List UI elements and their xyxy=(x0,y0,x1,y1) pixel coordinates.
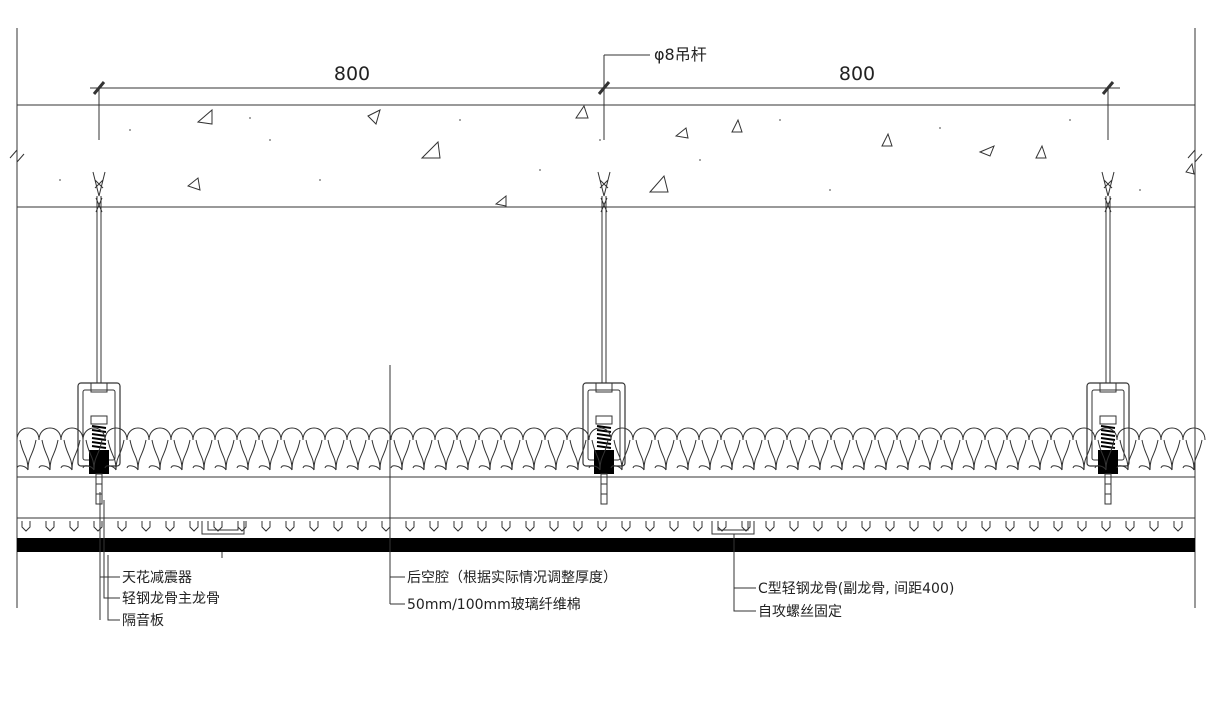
leader-lines xyxy=(99,365,756,621)
bracket-hook xyxy=(90,383,108,393)
bracket-hook xyxy=(595,383,613,393)
concrete-slab xyxy=(9,104,1203,208)
damper-spring xyxy=(596,425,612,449)
keel-teeth xyxy=(21,521,1183,532)
callout-screw: 自攻螺丝固定 xyxy=(758,604,842,620)
damper-body xyxy=(89,450,109,474)
rod-label: φ8吊杆 xyxy=(654,45,707,64)
damper-bolt xyxy=(1104,473,1112,505)
c-keel-rail xyxy=(17,517,1195,535)
dimension-line xyxy=(90,55,1120,140)
nut xyxy=(1099,415,1117,425)
callout-sound-board: 隔音板 xyxy=(122,612,164,629)
keel-teeth-path xyxy=(21,521,1183,532)
damper-spring xyxy=(91,425,107,449)
callout-c-keel: C型轻钢龙骨(副龙骨, 间距400) xyxy=(758,581,954,597)
bracket-hook xyxy=(1099,383,1117,393)
dimension-right: 800 xyxy=(839,63,875,85)
damper-body xyxy=(1098,450,1118,474)
anchor-bolt xyxy=(92,171,106,213)
callout-insulation: 50mm/100mm玻璃纤维棉 xyxy=(407,596,581,613)
callout-main-keel: 轻钢龙骨主龙骨 xyxy=(122,591,220,607)
damper-spring xyxy=(1100,425,1116,449)
boundary-lines xyxy=(16,28,1196,608)
c-keel-profile-left xyxy=(201,521,245,535)
c-keel-profile-right xyxy=(711,521,755,535)
nut xyxy=(595,415,613,425)
dimension-left: 800 xyxy=(334,63,370,85)
damper-bolt xyxy=(600,473,608,505)
aggregate-dots xyxy=(59,117,1141,191)
hanger-1 xyxy=(77,171,121,505)
hanger-3 xyxy=(1086,171,1130,505)
insulation-base xyxy=(16,465,1195,471)
anchor-bolt xyxy=(1101,171,1115,213)
glass-fiber-insulation xyxy=(16,427,1206,471)
callout-cavity: 后空腔（根据实际情况调整厚度） xyxy=(407,570,617,586)
damper-bolt xyxy=(95,473,103,505)
anchor-bolt xyxy=(597,171,611,213)
callout-damper: 天花减震器 xyxy=(122,570,192,586)
nut xyxy=(90,415,108,425)
aggregate-symbols xyxy=(186,104,1195,207)
sound-insulation-board xyxy=(17,538,1195,552)
insulation-loops xyxy=(16,427,1206,471)
